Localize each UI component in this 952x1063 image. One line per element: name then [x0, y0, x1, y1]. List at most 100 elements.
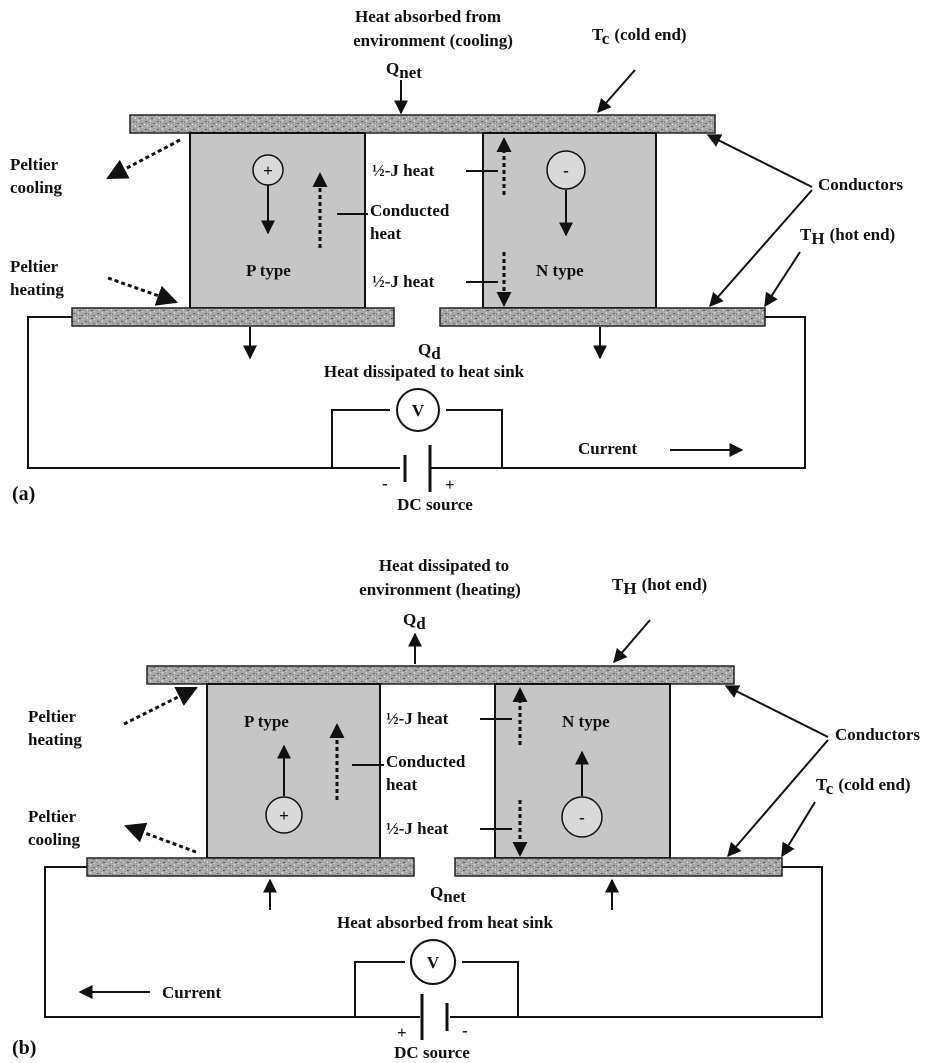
- joule-heat-top-label: ½-J heat: [386, 709, 449, 728]
- peltier-heating-arrow: [107, 276, 178, 306]
- electron-carrier: [561, 796, 603, 838]
- th-symbol: T: [612, 575, 624, 594]
- qd-symbol: Q: [418, 340, 431, 359]
- conductors-arrow-bottom: [709, 189, 813, 308]
- th-subscript: H: [623, 579, 636, 598]
- top-heat-label-line2: environment (cooling): [353, 31, 513, 50]
- svg-text:TH(hot end): TH (hot end): [800, 225, 895, 248]
- q-net-subscript: net: [443, 887, 466, 906]
- q-net-symbol: Q: [430, 883, 443, 902]
- peltier-heating-line1: Peltier: [10, 257, 59, 276]
- bottom-right-conductor: [439, 307, 766, 327]
- hole-carrier: [265, 796, 303, 834]
- voltmeter-label: V: [427, 953, 440, 972]
- th-symbol: T: [800, 225, 812, 244]
- p-type-label: P type: [244, 712, 289, 731]
- peltier-heating-line2: heating: [28, 730, 82, 749]
- voltmeter: [396, 388, 440, 432]
- left-circuit-wire: [27, 316, 405, 469]
- svg-text:Qd: Qd: [403, 610, 426, 633]
- peltier-cooling-line2: cooling: [10, 178, 62, 197]
- joule-heat-bottom-label: ½-J heat: [386, 819, 449, 838]
- bottom-left-conductor: [71, 307, 395, 327]
- dc-source-label: DC source: [394, 1043, 470, 1062]
- svg-text:Tc(cold end): Tc(cold end): [816, 775, 911, 798]
- meter-left-wire: [331, 409, 390, 468]
- battery-left-sign: -: [382, 474, 388, 493]
- conducted-heat-line1: Conducted: [386, 752, 466, 771]
- top-heat-label-line1: Heat absorbed from: [355, 7, 501, 26]
- svg-text:TH(hot end): TH (hot end): [612, 575, 707, 598]
- joule-heat-bottom-label: ½-J heat: [372, 272, 435, 291]
- current-label: Current: [162, 983, 222, 1002]
- top-heat-label-line1: Heat dissipated to: [379, 556, 509, 575]
- meter-left-wire: [354, 961, 405, 1017]
- panel-label-a: (a): [12, 483, 35, 505]
- panel-label-b: (b): [12, 1037, 36, 1059]
- electron-carrier-sign: -: [579, 808, 585, 827]
- voltmeter: [410, 939, 456, 985]
- hole-carrier-sign: +: [263, 161, 273, 180]
- battery-right-sign: -: [462, 1021, 468, 1040]
- th-label: (hot end): [642, 575, 708, 594]
- battery-right-sign: +: [445, 475, 455, 494]
- tc-arrow: [781, 801, 816, 858]
- battery-gap-b: [420, 1000, 450, 1036]
- peltier-cooling-line1: Peltier: [10, 155, 59, 174]
- voltmeter-label: V: [412, 401, 425, 420]
- tc-subscript: c: [826, 779, 834, 798]
- conducted-heat-line2: heat: [370, 224, 402, 243]
- peltier-cooling-arrow: [124, 822, 197, 854]
- right-circuit-wire: [430, 316, 806, 469]
- q-net-subscript: net: [399, 63, 422, 82]
- svg-text:Qnet: Qnet: [430, 883, 466, 906]
- p-type-label: P type: [246, 261, 291, 280]
- diagram-a: V - + DC source Current (a) Heat absorbe…: [10, 7, 903, 514]
- th-arrow: [764, 251, 801, 308]
- right-circuit-wire: [446, 866, 823, 1018]
- top-conductor: [129, 114, 716, 134]
- left-circuit-wire: [44, 866, 425, 1018]
- n-type-label: N type: [562, 712, 610, 731]
- top-heat-label-line2: environment (heating): [359, 580, 521, 599]
- q-net-symbol: Q: [386, 59, 399, 78]
- qd-symbol: Q: [403, 610, 416, 629]
- peltier-cooling-line2: cooling: [28, 830, 80, 849]
- p-type-leg: [206, 683, 381, 859]
- svg-text:Tc(cold end): Tc(cold end): [592, 25, 687, 48]
- joule-heat-top-label: ½-J heat: [372, 161, 435, 180]
- peltier-cooling-line1: Peltier: [28, 807, 77, 826]
- conductors-label: Conductors: [835, 725, 920, 744]
- conductors-arrow-top: [706, 134, 813, 188]
- conductors-label: Conductors: [818, 175, 903, 194]
- th-subscript: H: [811, 229, 824, 248]
- peltier-heating-line2: heating: [10, 280, 64, 299]
- svg-text:Qd: Qd: [418, 340, 441, 363]
- tc-label: (cold end): [838, 775, 910, 794]
- conductors-arrow-bottom: [727, 739, 829, 858]
- peltier-cooling-arrow: [106, 138, 181, 180]
- n-type-label: N type: [536, 261, 584, 280]
- electron-carrier-sign: -: [563, 161, 569, 180]
- heat-dissipated-label: Heat dissipated to heat sink: [324, 362, 525, 381]
- peltier-heating-line1: Peltier: [28, 707, 77, 726]
- battery-left-sign: +: [397, 1023, 407, 1042]
- tc-symbol: T: [592, 25, 604, 44]
- tc-symbol: T: [816, 775, 828, 794]
- peltier-heating-arrow: [123, 686, 198, 726]
- electron-carrier: [546, 150, 586, 190]
- th-label: (hot end): [830, 225, 896, 244]
- conducted-heat-line2: heat: [386, 775, 418, 794]
- current-label: Current: [578, 439, 638, 458]
- bottom-right-conductor: [454, 857, 783, 877]
- th-arrow: [613, 619, 651, 664]
- hole-carrier-sign: +: [279, 806, 289, 825]
- diagram-b: V + - DC source Current (b) Heat dissipa…: [12, 556, 920, 1062]
- conductors-arrow-top: [724, 685, 829, 738]
- conducted-heat-line1: Conducted: [370, 201, 450, 220]
- meter-right-wire: [446, 409, 503, 468]
- tc-subscript: c: [602, 29, 610, 48]
- qd-subscript: d: [416, 614, 426, 633]
- heat-absorbed-label: Heat absorbed from heat sink: [337, 913, 554, 932]
